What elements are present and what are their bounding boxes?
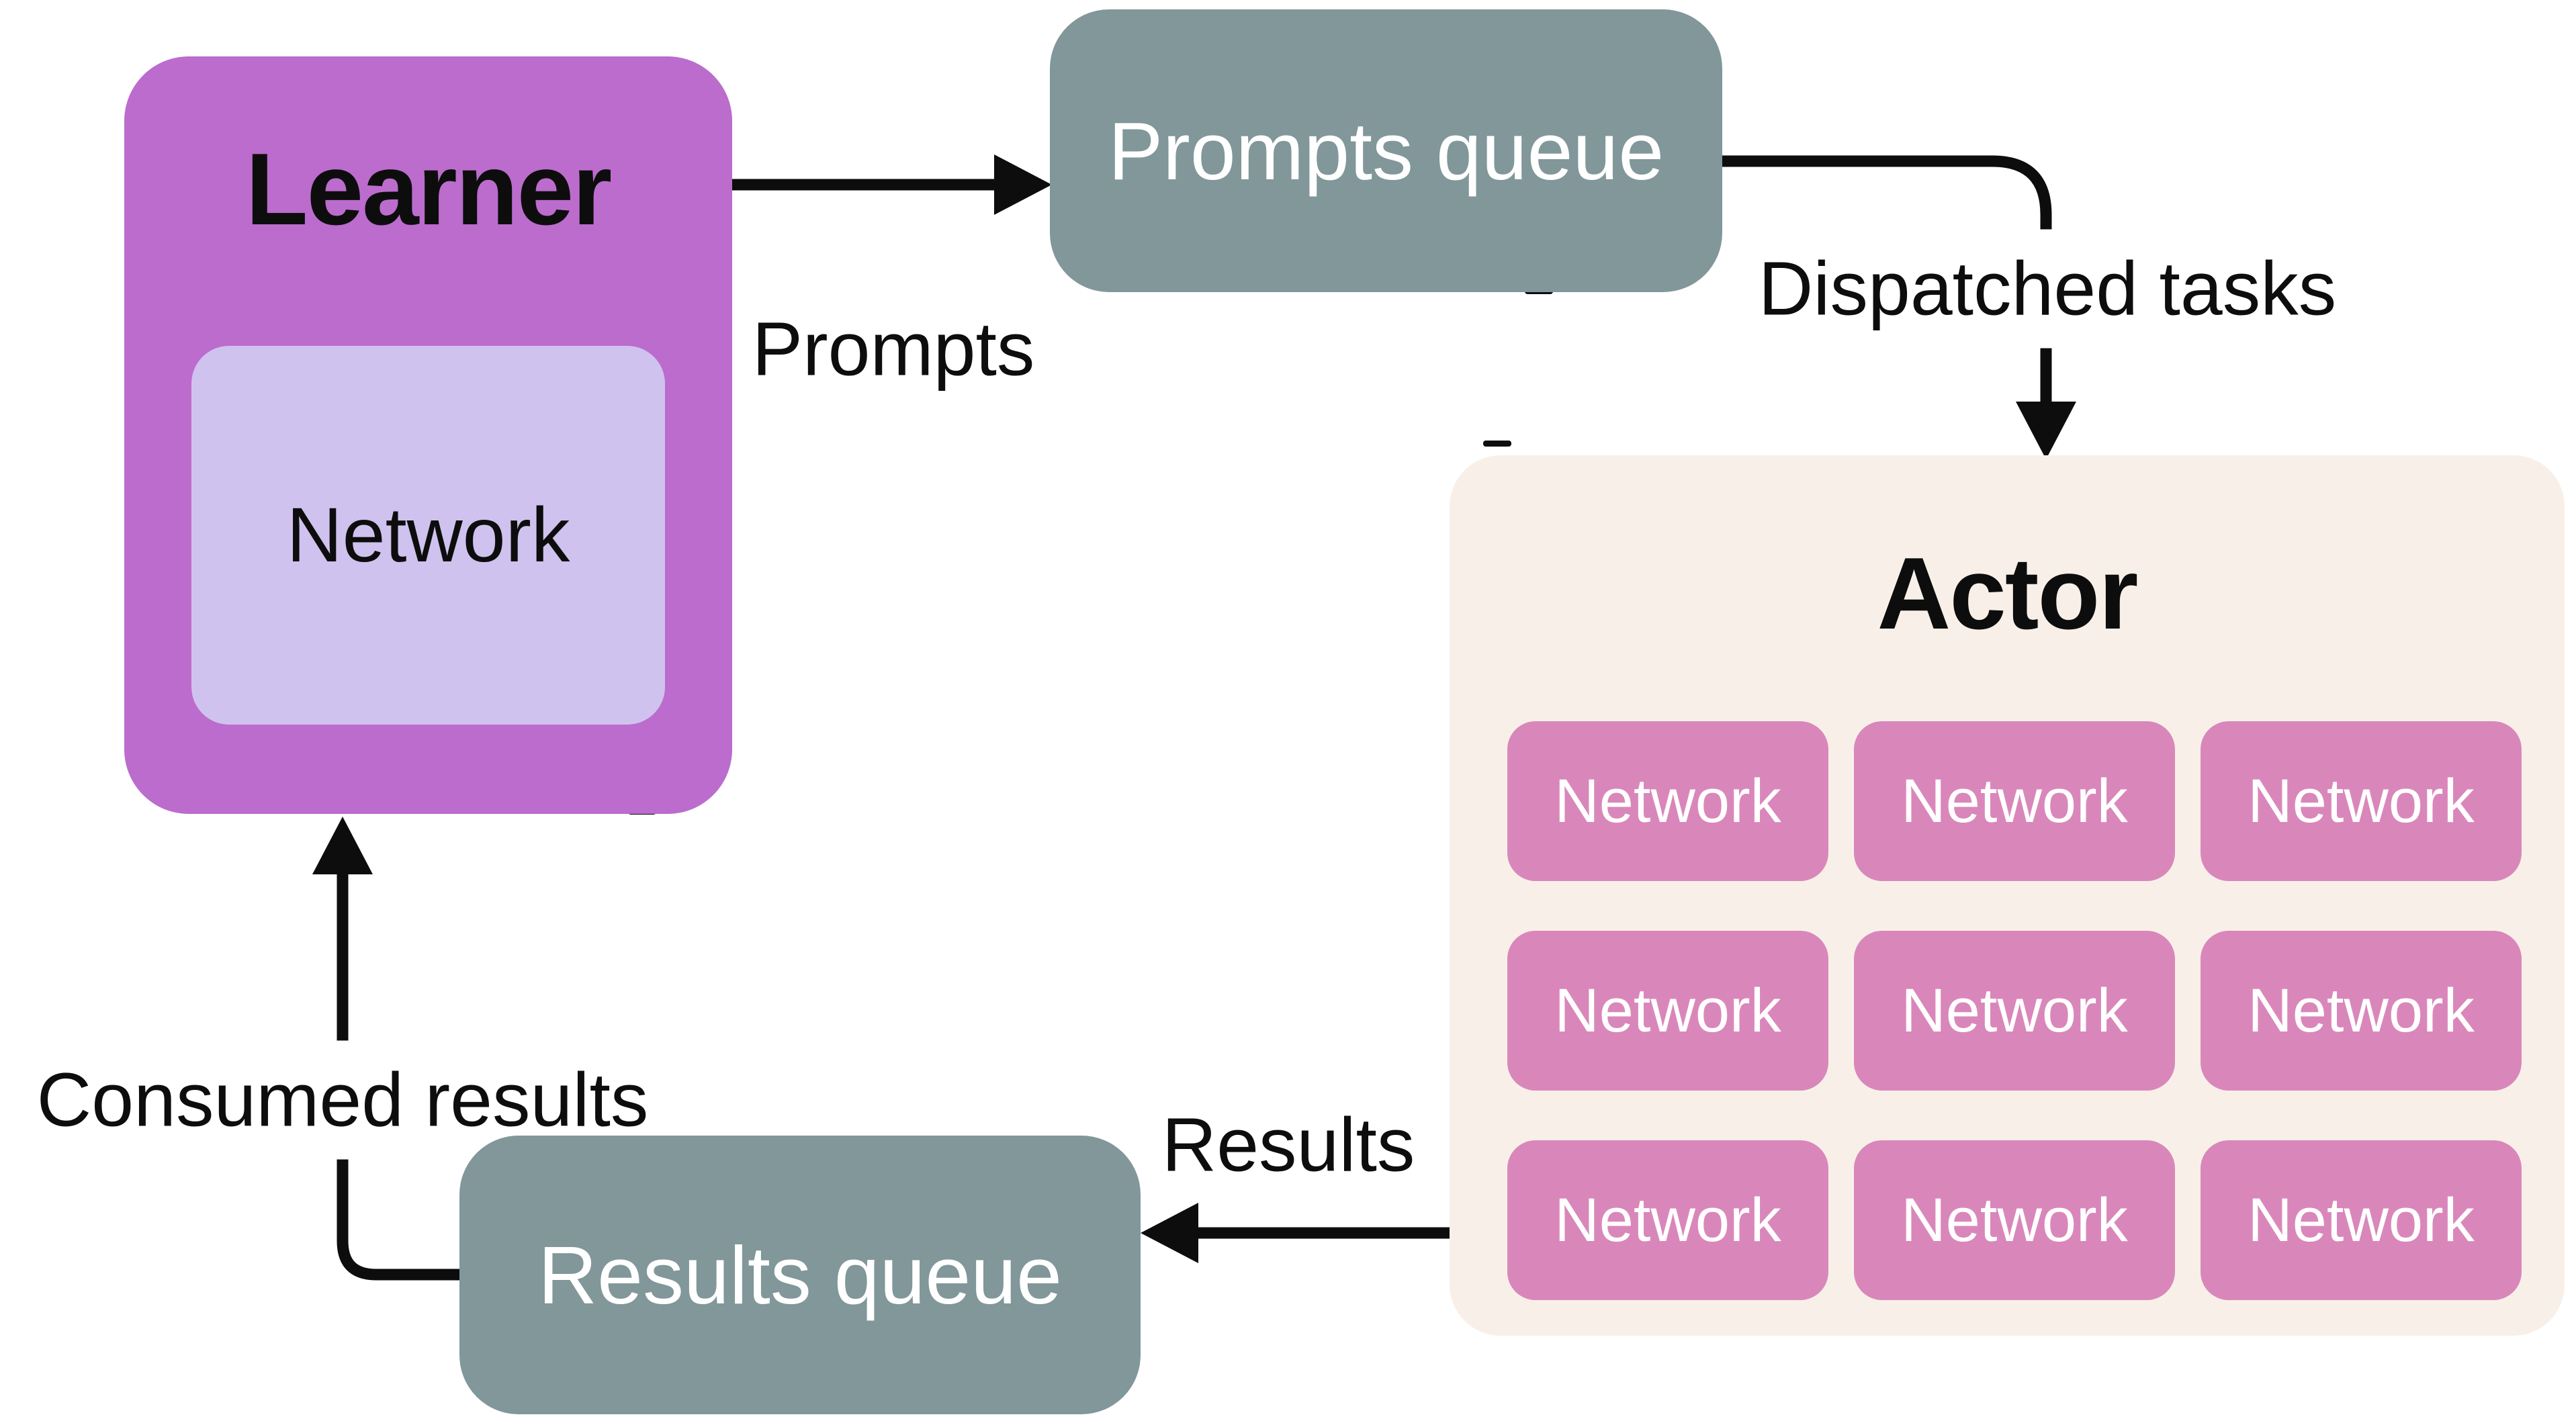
actor-network-box: Network (1507, 931, 1828, 1091)
edge-label-results: Results (1161, 1102, 1415, 1187)
arrow-results-head (1141, 1203, 1198, 1263)
actor-network-box: Network (1507, 721, 1828, 881)
arrow-consumed-head (312, 817, 373, 874)
results-queue-box: Results queue (459, 1136, 1141, 1414)
arrow-dispatched-line (1722, 155, 2052, 404)
actor-title: Actor (1877, 537, 2139, 651)
actor-network-box: Network (2201, 931, 2522, 1091)
actor-network-box: Network (2201, 721, 2522, 881)
actor-network-box: Network (2201, 1140, 2522, 1300)
learner-title: Learner (245, 132, 613, 246)
connector-nub (1483, 441, 1511, 447)
prompts-queue-box: Prompts queue (1050, 9, 1722, 292)
actor-network-box: Network (1854, 1140, 2175, 1300)
learner-network-box: Network (191, 346, 665, 725)
actor-network-box: Network (1854, 931, 2175, 1091)
edge-label-dispatched-tasks: Dispatched tasks (1743, 229, 2352, 349)
arrow-dispatched-head (2016, 402, 2076, 459)
actor-network-box: Network (1854, 721, 2175, 881)
edge-label-prompts: Prompts (752, 306, 1035, 392)
arrow-prompts-head (994, 154, 1052, 215)
actor-network-box: Network (1507, 1140, 1828, 1300)
arrow-consumed-line (337, 870, 459, 1281)
actor-box: Actor Network Network Network Network Ne… (1450, 455, 2565, 1336)
actor-network-grid: Network Network Network Network Network … (1507, 721, 2522, 1300)
learner-box: Learner Network (124, 56, 732, 814)
